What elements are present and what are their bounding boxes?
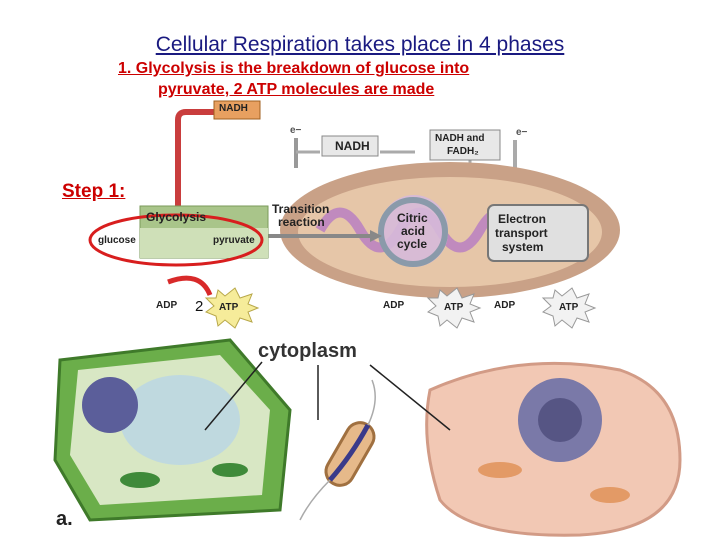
ets-box <box>487 204 589 262</box>
adp-label-3: ADP <box>494 300 516 311</box>
atp-red-arrow <box>167 275 213 297</box>
pointer-line-1 <box>204 361 263 431</box>
pyruvate-label: pyruvate <box>213 235 255 246</box>
ets-label-3: system <box>502 240 544 254</box>
fadh2-label: FADH₂ <box>447 146 479 157</box>
citric-label-1: Citric <box>397 211 428 225</box>
transition-label-2: reaction <box>278 215 325 229</box>
nadh-top-label: NADH <box>219 103 248 114</box>
glycolysis-highlight <box>88 213 264 267</box>
atp-label-1: ATP <box>219 302 239 313</box>
plant-cell <box>53 338 292 522</box>
nadh-fadh-box <box>429 129 501 161</box>
adp-label-1: ADP <box>156 300 178 311</box>
animal-cell <box>425 361 682 537</box>
nadh-fadh-label: NADH and <box>435 133 485 144</box>
subtitle-line-2: pyruvate, 2 ATP molecules are made <box>158 81 435 98</box>
atp-burst-3 <box>541 287 597 329</box>
cytoplasm-label: cytoplasm <box>258 340 357 362</box>
atp-count-label: 2 <box>195 298 204 315</box>
nadh-red-arrow <box>175 109 214 210</box>
glycolysis-label: Glycolysis <box>146 210 207 224</box>
citric-label-3: cycle <box>397 237 428 251</box>
citric-cycle-ring <box>378 197 448 267</box>
nadh-mid-label: NADH <box>335 139 370 153</box>
adp-label-2: ADP <box>383 300 405 311</box>
nadh-mid-box <box>321 135 379 157</box>
page-title: Cellular Respiration takes place in 4 ph… <box>155 33 565 56</box>
atp-burst-2 <box>426 287 482 329</box>
panel-label: a. <box>56 508 73 530</box>
nadh-top-box <box>213 100 261 120</box>
subtitle-line-1: 1. Glycolysis is the breakdown of glucos… <box>118 60 470 77</box>
atp-burst-1 <box>204 287 260 329</box>
citric-label-2: acid <box>401 224 426 238</box>
pointer-line-3 <box>369 364 451 431</box>
transition-label-1: Transition <box>272 202 330 216</box>
atp-label-2: ATP <box>444 302 464 313</box>
ets-label-2: transport <box>495 226 548 240</box>
step-label: Step 1: <box>62 181 126 202</box>
glucose-label: glucose <box>98 235 136 246</box>
atp-label-3: ATP <box>559 302 579 313</box>
ets-label-1: Electron <box>498 212 547 226</box>
bacterium <box>299 379 376 521</box>
electron-left-label: e− <box>290 125 302 136</box>
electron-right-label: e− <box>516 127 528 138</box>
